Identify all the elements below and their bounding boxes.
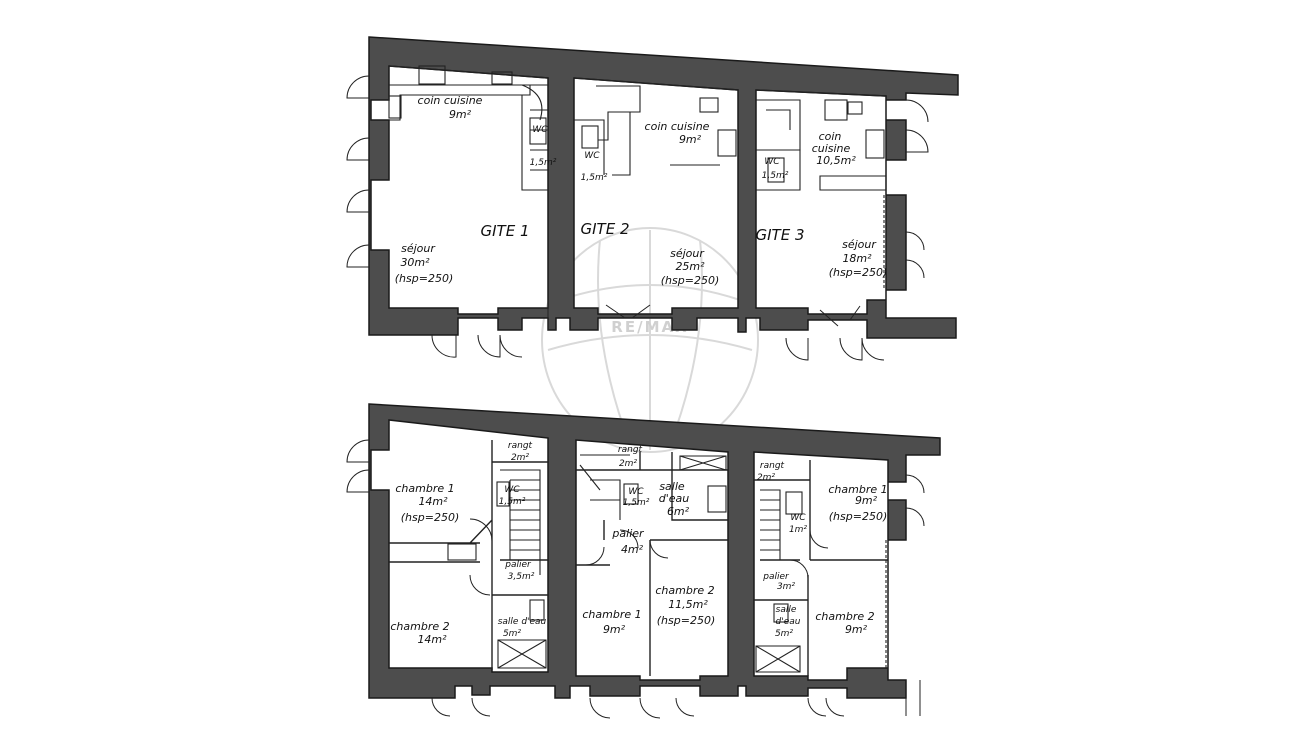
watermark-text: RE/MAX bbox=[611, 318, 688, 336]
f3-rangt-area: 2m² bbox=[757, 473, 775, 483]
f2-sdb-area: 6m² bbox=[667, 505, 690, 518]
f2-sdb-label-2: d'eau bbox=[659, 492, 690, 505]
f2-chambre1-area: 9m² bbox=[603, 623, 626, 636]
f1-rangt-area: 2m² bbox=[511, 453, 529, 463]
f1-chambre1-area: 14m² bbox=[418, 495, 448, 508]
f3-sdb-label: salle bbox=[776, 605, 797, 615]
f2-chambre2-label: chambre 2 bbox=[655, 584, 714, 597]
g3-wc-area: 1,5m² bbox=[762, 171, 789, 181]
g2-living-label: séjour bbox=[670, 247, 705, 260]
f1-chambre2-area: 14m² bbox=[417, 633, 447, 646]
ground-floor-walls bbox=[368, 36, 959, 339]
g3-wc-label: WC bbox=[764, 157, 780, 167]
f2-wc-area: 1,5m² bbox=[623, 498, 650, 508]
g1-wc-area: 1,5m² bbox=[530, 158, 557, 168]
f2-wc-label: WC bbox=[628, 487, 644, 497]
f1-chambre2-label: chambre 2 bbox=[390, 620, 449, 633]
g2-kitchen-label: coin cuisine bbox=[645, 120, 710, 133]
f3-chambre2-label: chambre 2 bbox=[815, 610, 874, 623]
f1-rangt-label: rangt bbox=[508, 441, 533, 451]
f1-sdb-label: salle d'eau bbox=[498, 617, 547, 627]
g2-living-height: (hsp=250) bbox=[661, 274, 719, 287]
f2-chambre1-label: chambre 1 bbox=[582, 608, 641, 621]
g3-kitchen-area: 10,5m² bbox=[816, 154, 856, 167]
f3-chambre1-label: chambre 1 bbox=[828, 483, 887, 496]
g3-living-label: séjour bbox=[842, 238, 877, 251]
unit-title-gite1: GITE 1 bbox=[481, 222, 530, 240]
g1-living-label: séjour bbox=[401, 242, 436, 255]
f3-chambre2-area: 9m² bbox=[845, 623, 868, 636]
g1-kitchen-area: 9m² bbox=[449, 108, 472, 121]
g2-kitchen-area: 9m² bbox=[679, 133, 702, 146]
g3-kitchen-label-2: cuisine bbox=[812, 142, 851, 155]
f2-chambre2-area: 11,5m² bbox=[668, 598, 708, 611]
f1-chambre1-label: chambre 1 bbox=[395, 482, 454, 495]
f1-chambre1-height: (hsp=250) bbox=[401, 511, 459, 524]
f1-wc-area: 1,5m² bbox=[499, 497, 526, 507]
door-swings-first bbox=[346, 439, 925, 719]
unit-title-gite3: GITE 3 bbox=[756, 226, 805, 244]
f3-chambre1-height: (hsp=250) bbox=[829, 510, 887, 523]
first-floor-plan: chambre 1 14m² (hsp=250) rangt 2m² WC 1,… bbox=[346, 403, 941, 719]
f3-rangt-label: rangt bbox=[760, 461, 785, 471]
f2-rangt-label: rangt bbox=[618, 445, 643, 455]
g2-wc-label: WC bbox=[584, 151, 600, 161]
f2-chambre2-height: (hsp=250) bbox=[657, 614, 715, 627]
f3-sdb-label-2: d'eau bbox=[776, 617, 801, 627]
g1-living-area: 30m² bbox=[400, 256, 430, 269]
ground-floor-plan: GITE 1 GITE 2 GITE 3 coin cuisine 9m² WC… bbox=[346, 36, 959, 361]
f3-sdb-area: 5m² bbox=[775, 629, 793, 639]
f2-palier-area: 4m² bbox=[621, 543, 644, 556]
first-floor-walls bbox=[368, 403, 941, 699]
f3-wc-label: WC bbox=[790, 513, 806, 523]
f1-palier-area: 3,5m² bbox=[508, 572, 535, 582]
f2-palier-label: palier bbox=[611, 527, 645, 540]
g2-wc-area: 1,5m² bbox=[581, 173, 608, 183]
watermark-balloon-icon: RE/MAX bbox=[541, 227, 759, 453]
f1-sdb-area: 5m² bbox=[503, 629, 521, 639]
g3-living-area: 18m² bbox=[842, 252, 872, 265]
f1-palier-label: palier bbox=[504, 560, 532, 570]
f3-chambre1-area: 9m² bbox=[855, 494, 878, 507]
f2-rangt-area: 2m² bbox=[619, 459, 637, 469]
g3-kitchen-label: coin bbox=[819, 130, 842, 143]
unit-title-gite2: GITE 2 bbox=[581, 220, 630, 238]
f3-wc-area: 1m² bbox=[789, 525, 807, 535]
g1-living-height: (hsp=250) bbox=[395, 272, 453, 285]
f1-wc-label: WC bbox=[504, 485, 520, 495]
f3-palier-label: palier bbox=[762, 572, 790, 582]
g3-living-height: (hsp=250) bbox=[829, 266, 887, 279]
g1-kitchen-label: coin cuisine bbox=[418, 94, 483, 107]
door-swings-ground bbox=[346, 75, 929, 361]
g1-wc-label: WC bbox=[532, 125, 548, 135]
g2-living-area: 25m² bbox=[675, 260, 705, 273]
f3-palier-area: 3m² bbox=[777, 582, 795, 592]
f2-sdb-label: salle bbox=[659, 480, 685, 493]
